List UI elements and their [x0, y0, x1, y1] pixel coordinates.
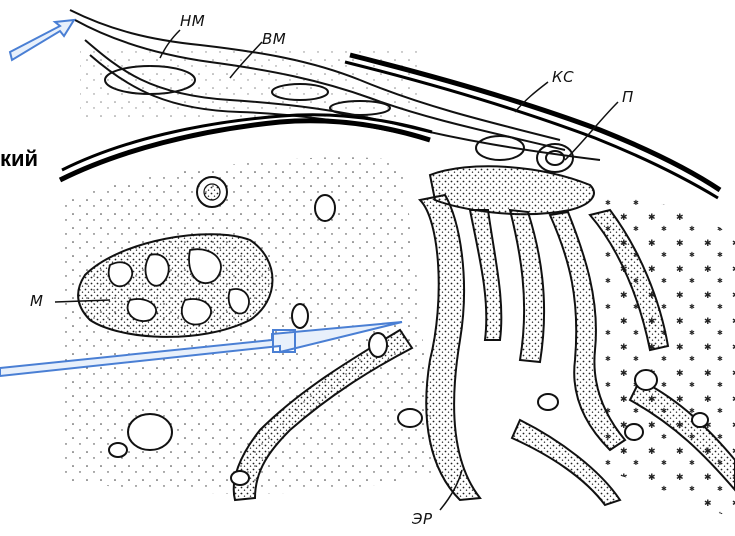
label-er: ЭР: [412, 510, 433, 528]
label-m: М: [30, 292, 43, 310]
label-vm: ВМ: [262, 30, 286, 48]
label-nm: НМ: [180, 12, 205, 30]
label-p: П: [622, 88, 634, 106]
callout-arrow-top: [10, 20, 74, 60]
cropped-text-fragment: кий: [0, 146, 38, 172]
label-ks: КС: [552, 68, 574, 86]
